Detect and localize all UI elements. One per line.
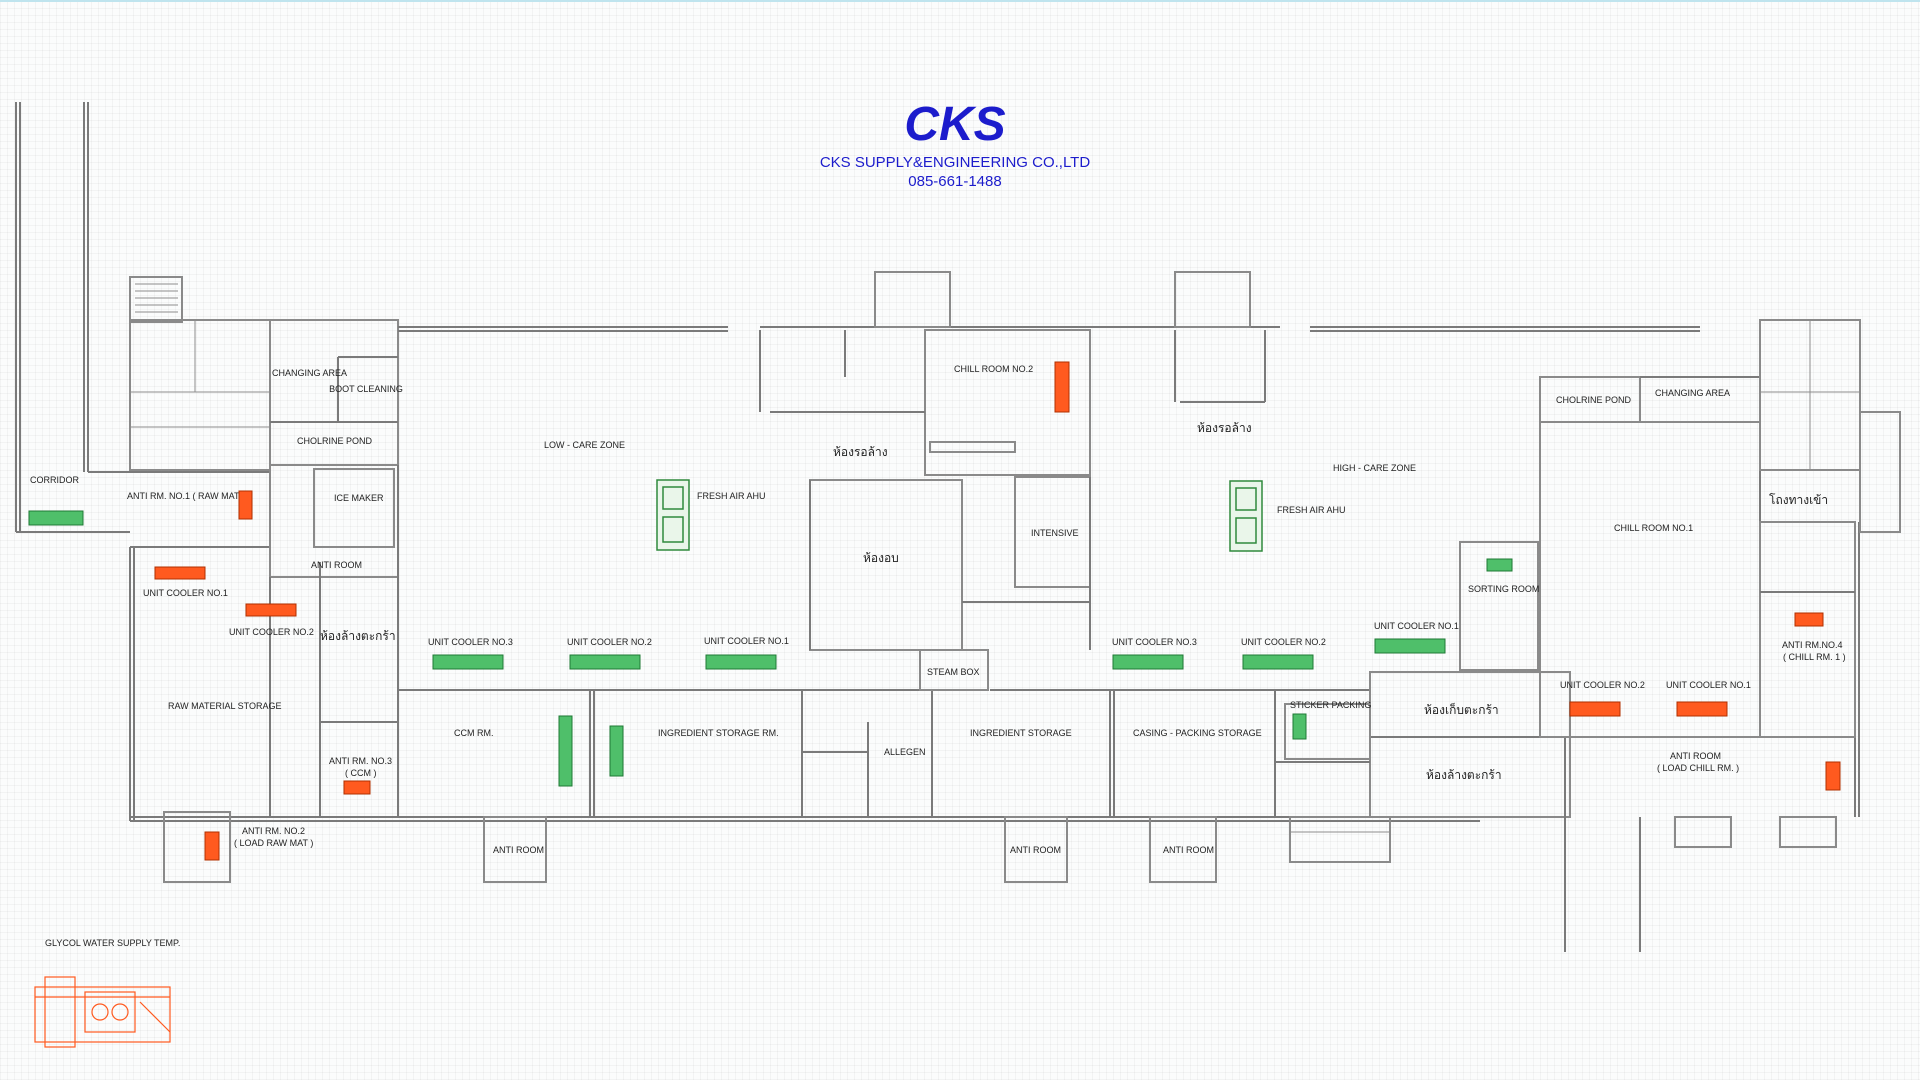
label-wash-basket-right: ห้องล้างตะกร้า bbox=[1426, 768, 1502, 782]
company-name: CKS SUPPLY&ENGINEERING CO.,LTD bbox=[820, 154, 1091, 171]
company-phone: 085-661-1488 bbox=[908, 173, 1001, 190]
anti-rm-3-cooler bbox=[343, 780, 371, 795]
label-basket-store: ห้องเก็บตะกร้า bbox=[1424, 702, 1499, 717]
uc1-low-unit bbox=[705, 654, 777, 670]
label-anti-room-b2: ANTI ROOM bbox=[1010, 845, 1061, 855]
label-anti-rm-2: ANTI RM. NO.2 bbox=[242, 826, 305, 836]
label-uc2-low: UNIT COOLER NO.2 bbox=[567, 637, 652, 647]
label-bake-room: ห้องอบ bbox=[863, 551, 899, 565]
label-glycol: GLYCOL WATER SUPPLY TEMP. bbox=[45, 938, 180, 948]
label-entrance-hall: โถงทางเข้า bbox=[1769, 493, 1828, 507]
fresh-air-ahu-left-unit bbox=[656, 479, 690, 551]
label-anti-room-b3: ANTI ROOM bbox=[1163, 845, 1214, 855]
unit-cooler-2-left-unit bbox=[245, 603, 297, 617]
main-outer-walls bbox=[129, 326, 1860, 822]
label-anti-rm-2-sub: ( LOAD RAW MAT ) bbox=[234, 838, 313, 848]
label-ccm-rm: CCM RM. bbox=[454, 728, 494, 738]
label-uc1-low: UNIT COOLER NO.1 bbox=[704, 636, 789, 646]
low-care-rooms bbox=[398, 271, 1370, 883]
label-anti-rm-4: ANTI RM.NO.4 bbox=[1782, 640, 1843, 650]
label-wash-basket-left: ห้องล้างตะกร้า bbox=[320, 629, 396, 643]
label-anti-rm-1: ANTI RM. NO.1 ( RAW MAT ) bbox=[127, 491, 245, 501]
label-sorting-room: SORTING ROOM bbox=[1468, 584, 1539, 594]
ingredient-storage-rm-unit bbox=[609, 725, 624, 777]
label-unit-cooler-2-left: UNIT COOLER NO.2 bbox=[229, 627, 314, 637]
orange-cooler-units bbox=[154, 361, 1841, 861]
label-anti-rm-3-sub: ( CCM ) bbox=[345, 768, 377, 778]
label-high-care-zone: HIGH - CARE ZONE bbox=[1333, 463, 1416, 473]
label-anti-rm-3: ANTI RM. NO.3 bbox=[329, 756, 392, 766]
room-labels: CORRIDOR CHANGING AREA BOOT CLEANING CHO… bbox=[30, 364, 1846, 855]
label-anti-rm-4-sub: ( CHILL RM. 1 ) bbox=[1783, 652, 1846, 662]
label-steam-box: STEAM BOX bbox=[927, 667, 980, 677]
green-cooler-units bbox=[28, 510, 1513, 787]
label-intensive: INTENSIVE bbox=[1031, 528, 1079, 538]
label-anti-room-load-sub: ( LOAD CHILL RM. ) bbox=[1657, 763, 1739, 773]
label-uc2-chill: UNIT COOLER NO.2 bbox=[1560, 680, 1645, 690]
label-raw-material-storage: RAW MATERIAL STORAGE bbox=[168, 701, 282, 711]
unit-cooler-2-chill-unit bbox=[1569, 701, 1621, 717]
company-logo: CKS bbox=[904, 98, 1005, 151]
label-waiting-wash-right: ห้องรอล้าง bbox=[1197, 421, 1252, 435]
left-upper-block bbox=[129, 276, 399, 471]
label-ingredient-storage-rm: INGREDIENT STORAGE RM. bbox=[658, 728, 779, 738]
uc3-high-unit bbox=[1112, 654, 1184, 670]
label-chill-room-1: CHILL ROOM NO.1 bbox=[1614, 523, 1693, 533]
label-uc1-chill: UNIT COOLER NO.1 bbox=[1666, 680, 1751, 690]
label-waiting-wash-left: ห้องรอล้าง bbox=[833, 445, 888, 459]
unit-cooler-1-chill-unit bbox=[1676, 701, 1728, 717]
chill-room-2-cooler bbox=[1054, 361, 1070, 413]
sticker-packing-unit bbox=[1292, 713, 1307, 740]
label-anti-room-left: ANTI ROOM bbox=[311, 560, 362, 570]
label-ingredient-storage: INGREDIENT STORAGE bbox=[970, 728, 1072, 738]
label-uc1-high: UNIT COOLER NO.1 bbox=[1374, 621, 1459, 631]
label-uc2-high: UNIT COOLER NO.2 bbox=[1241, 637, 1326, 647]
corridor-walls bbox=[15, 102, 270, 533]
uc2-high-unit bbox=[1242, 654, 1314, 670]
label-low-care-zone: LOW - CARE ZONE bbox=[544, 440, 625, 450]
anti-rm-2-cooler bbox=[204, 831, 220, 861]
uc2-low-unit bbox=[569, 654, 641, 670]
label-chlorine-pond-right: CHOLRINE POND bbox=[1556, 395, 1632, 405]
label-boot-cleaning: BOOT CLEANING bbox=[329, 384, 403, 394]
uc3-low-unit bbox=[432, 654, 504, 670]
label-sticker-packing: STICKER PACKING bbox=[1290, 700, 1371, 710]
label-chill-room-2: CHILL ROOM NO.2 bbox=[954, 364, 1033, 374]
corridor-cooler bbox=[28, 510, 84, 526]
label-uc3-low: UNIT COOLER NO.3 bbox=[428, 637, 513, 647]
left-lower-rooms bbox=[163, 464, 547, 883]
label-allegen: ALLEGEN bbox=[884, 747, 926, 757]
high-care-rooms bbox=[1174, 319, 1901, 952]
anti-rm-4-cooler bbox=[1794, 612, 1824, 627]
label-casing-packing: CASING - PACKING STORAGE bbox=[1133, 728, 1262, 738]
ccm-rm-unit bbox=[558, 715, 573, 787]
label-changing-area-left: CHANGING AREA bbox=[272, 368, 347, 378]
svg-text:CKS: CKS bbox=[904, 98, 1005, 151]
label-ice-maker: ICE MAKER bbox=[334, 493, 384, 503]
glycol-chiller-drawing bbox=[34, 976, 171, 1048]
label-uc3-high: UNIT COOLER NO.3 bbox=[1112, 637, 1197, 647]
fresh-air-ahu-right-unit bbox=[1229, 480, 1263, 552]
uc1-high-unit bbox=[1374, 638, 1446, 654]
label-anti-room-b1: ANTI ROOM bbox=[493, 845, 544, 855]
unit-cooler-1-left-unit bbox=[154, 566, 206, 580]
anti-rm-1-cooler bbox=[238, 490, 253, 520]
label-changing-area-right: CHANGING AREA bbox=[1655, 388, 1730, 398]
label-chlorine-pond-left: CHOLRINE POND bbox=[297, 436, 373, 446]
label-unit-cooler-1-left: UNIT COOLER NO.1 bbox=[143, 588, 228, 598]
anti-room-load-cooler bbox=[1825, 761, 1841, 791]
label-corridor: CORRIDOR bbox=[30, 475, 79, 485]
label-anti-room-load: ANTI ROOM bbox=[1670, 751, 1721, 761]
sorting-room-unit bbox=[1486, 558, 1513, 572]
label-fresh-air-ahu-left: FRESH AIR AHU bbox=[697, 491, 766, 501]
label-fresh-air-ahu-right: FRESH AIR AHU bbox=[1277, 505, 1346, 515]
